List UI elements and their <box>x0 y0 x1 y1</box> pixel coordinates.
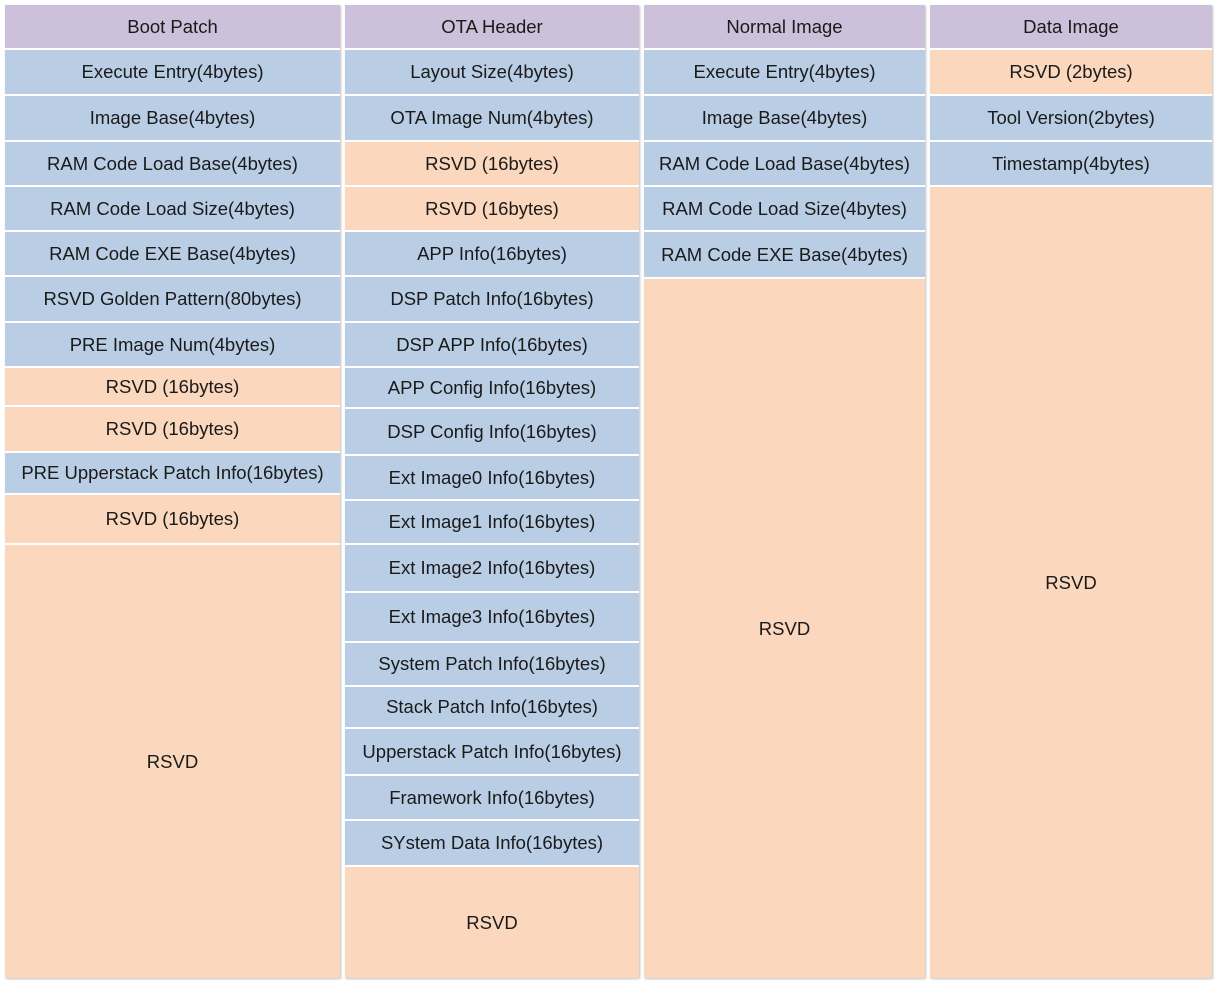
column-header: Boot Patch <box>5 5 340 50</box>
column-ota-header: OTA Header Layout Size(4bytes) OTA Image… <box>345 5 639 978</box>
field-cell: DSP Config Info(16bytes) <box>345 409 639 456</box>
field-cell: RSVD (16bytes) <box>5 407 340 453</box>
field-cell: APP Config Info(16bytes) <box>345 368 639 409</box>
field-cell: PRE Upperstack Patch Info(16bytes) <box>5 453 340 495</box>
field-cell: Stack Patch Info(16bytes) <box>345 687 639 729</box>
field-cell: Layout Size(4bytes) <box>345 50 639 96</box>
field-cell: Image Base(4bytes) <box>644 96 925 142</box>
field-cell: Framework Info(16bytes) <box>345 776 639 821</box>
field-cell: PRE Image Num(4bytes) <box>5 323 340 368</box>
field-cell: RSVD (16bytes) <box>5 495 340 545</box>
column-data-image: Data Image RSVD (2bytes) Tool Version(2b… <box>930 5 1212 978</box>
column-header: Normal Image <box>644 5 925 50</box>
field-cell: Execute Entry(4bytes) <box>644 50 925 96</box>
field-cell: Ext Image0 Info(16bytes) <box>345 456 639 501</box>
field-cell: Upperstack Patch Info(16bytes) <box>345 729 639 776</box>
field-cell: Timestamp(4bytes) <box>930 142 1212 187</box>
field-cell: Execute Entry(4bytes) <box>5 50 340 96</box>
field-cell: APP Info(16bytes) <box>345 232 639 277</box>
field-cell: RAM Code Load Base(4bytes) <box>644 142 925 187</box>
field-cell: RSVD Golden Pattern(80bytes) <box>5 277 340 323</box>
column-boot-patch: Boot Patch Execute Entry(4bytes) Image B… <box>5 5 340 978</box>
field-cell: Ext Image3 Info(16bytes) <box>345 593 639 643</box>
field-cell: Ext Image1 Info(16bytes) <box>345 501 639 545</box>
field-cell: DSP Patch Info(16bytes) <box>345 277 639 323</box>
field-cell: RSVD <box>930 187 1212 978</box>
field-cell: Tool Version(2bytes) <box>930 96 1212 142</box>
field-cell: RAM Code Load Size(4bytes) <box>5 187 340 232</box>
field-cell: DSP APP Info(16bytes) <box>345 323 639 368</box>
field-cell: RSVD <box>644 279 925 978</box>
field-cell: SYstem Data Info(16bytes) <box>345 821 639 867</box>
field-cell: RSVD <box>5 545 340 978</box>
field-cell: Ext Image2 Info(16bytes) <box>345 545 639 593</box>
column-header: Data Image <box>930 5 1212 50</box>
field-cell: RSVD <box>345 867 639 978</box>
field-cell: RAM Code EXE Base(4bytes) <box>5 232 340 277</box>
field-cell: RAM Code Load Size(4bytes) <box>644 187 925 232</box>
field-cell: RSVD (16bytes) <box>345 142 639 187</box>
field-cell: RAM Code EXE Base(4bytes) <box>644 232 925 279</box>
field-cell: System Patch Info(16bytes) <box>345 643 639 687</box>
field-cell: RSVD (16bytes) <box>5 368 340 407</box>
column-header: OTA Header <box>345 5 639 50</box>
field-cell: RSVD (16bytes) <box>345 187 639 232</box>
field-cell: Image Base(4bytes) <box>5 96 340 142</box>
field-cell: OTA Image Num(4bytes) <box>345 96 639 142</box>
field-cell: RSVD (2bytes) <box>930 50 1212 96</box>
column-normal-image: Normal Image Execute Entry(4bytes) Image… <box>644 5 925 978</box>
field-cell: RAM Code Load Base(4bytes) <box>5 142 340 187</box>
